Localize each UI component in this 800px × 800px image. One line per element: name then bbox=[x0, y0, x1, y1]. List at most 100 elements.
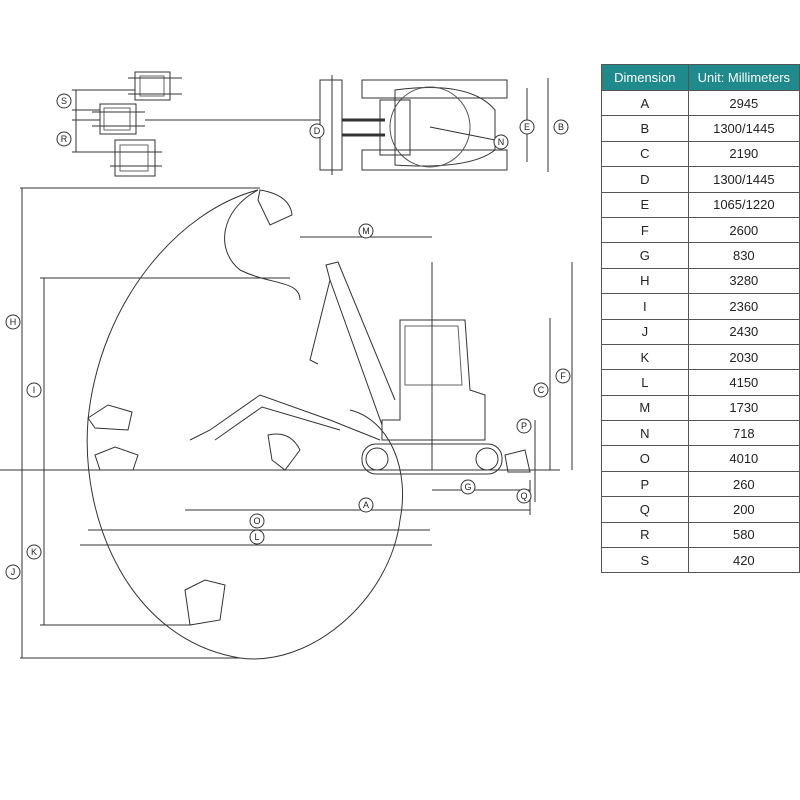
callout-label: Q bbox=[520, 491, 527, 501]
callout-s: S bbox=[56, 93, 72, 109]
callout-label: H bbox=[10, 317, 17, 327]
callout-c: C bbox=[533, 382, 549, 398]
dimension-value-cell: 2600 bbox=[687, 216, 800, 244]
callout-l: L bbox=[249, 529, 265, 545]
callout-label: A bbox=[363, 500, 369, 510]
callout-label: D bbox=[314, 126, 321, 136]
dimension-value-cell: 2430 bbox=[687, 318, 800, 345]
dimension-value-cell: 4150 bbox=[687, 369, 800, 396]
dimension-letter-cell: R bbox=[601, 521, 689, 549]
callout-m: M bbox=[358, 223, 374, 239]
callout-label: N bbox=[498, 137, 505, 147]
callout-a: A bbox=[358, 497, 374, 513]
dimension-letter-cell: F bbox=[601, 216, 689, 244]
dimension-value-cell: 1065/1220 bbox=[687, 191, 800, 218]
dimension-value-cell: 4010 bbox=[687, 445, 800, 472]
callout-label: C bbox=[538, 385, 545, 395]
callout-label: G bbox=[464, 482, 471, 492]
callout-label: I bbox=[33, 385, 36, 395]
callout-q: Q bbox=[516, 488, 532, 504]
callout-h: H bbox=[5, 314, 21, 330]
callout-label: B bbox=[558, 122, 564, 132]
callout-k: K bbox=[26, 544, 42, 560]
dimension-value-cell: 1730 bbox=[687, 394, 800, 422]
dimension-value-cell: 1300/1445 bbox=[687, 115, 800, 142]
dimension-value-cell: 260 bbox=[687, 470, 800, 498]
dimension-letter-cell: D bbox=[601, 166, 689, 193]
column-header-dimension: Dimension bbox=[601, 64, 689, 91]
dimension-value-cell: 580 bbox=[687, 521, 800, 549]
column-header-unit: Unit: Millimeters bbox=[687, 64, 800, 91]
dimension-value-cell: 200 bbox=[687, 496, 800, 523]
callout-b: B bbox=[553, 119, 569, 135]
callout-label: E bbox=[524, 122, 530, 132]
dimension-value-cell: 2360 bbox=[687, 293, 800, 320]
dimension-letter-cell: L bbox=[601, 369, 689, 396]
callout-label: F bbox=[560, 371, 566, 381]
dimension-letter-cell: H bbox=[601, 267, 689, 295]
callout-p: P bbox=[516, 418, 532, 434]
callout-label: K bbox=[31, 547, 37, 557]
dimension-letter-cell: O bbox=[601, 445, 689, 472]
dimension-value-cell: 2945 bbox=[687, 89, 800, 117]
dimension-letter-cell: E bbox=[601, 191, 689, 218]
dimension-letter-cell: C bbox=[601, 140, 689, 168]
dimension-letter-cell: I bbox=[601, 293, 689, 320]
callouts: S R D E B N M H I C F P G Q A OL K J bbox=[5, 93, 571, 580]
dimension-letter-cell: B bbox=[601, 115, 689, 142]
dimension-letter-cell: N bbox=[601, 420, 689, 447]
dimension-letter-cell: J bbox=[601, 318, 689, 345]
callout-label: P bbox=[521, 421, 527, 431]
dimension-value-cell: 2030 bbox=[687, 343, 800, 371]
dimension-value-cell: 3280 bbox=[687, 267, 800, 295]
dimension-value-cell: 718 bbox=[687, 420, 800, 447]
callout-label: O bbox=[253, 516, 260, 526]
table-header-row: Dimension Unit: Millimeters bbox=[601, 64, 800, 91]
callout-label: M bbox=[362, 226, 370, 236]
callout-label: R bbox=[61, 134, 68, 144]
dimension-value-cell: 830 bbox=[687, 242, 800, 269]
dimension-letter-cell: K bbox=[601, 343, 689, 371]
dimension-value-cell: 420 bbox=[687, 547, 800, 574]
dimension-value-cell: 2190 bbox=[687, 140, 800, 168]
top-view bbox=[319, 75, 549, 175]
side-view bbox=[0, 187, 573, 660]
callout-d: D bbox=[309, 123, 325, 139]
dimension-letter-cell: P bbox=[601, 470, 689, 498]
callout-g: G bbox=[460, 479, 476, 495]
callout-j: J bbox=[5, 564, 21, 580]
dimension-letter-cell: A bbox=[601, 89, 689, 117]
dimension-value-cell: 1300/1445 bbox=[687, 166, 800, 193]
offset-views bbox=[72, 71, 320, 177]
dimension-letter-cell: Q bbox=[601, 496, 689, 523]
dimension-letter-cell: S bbox=[601, 547, 689, 574]
callout-o: O bbox=[249, 513, 265, 529]
callout-label: J bbox=[11, 567, 16, 577]
callout-r: R bbox=[56, 131, 72, 147]
callout-n: N bbox=[493, 134, 509, 150]
callout-label: S bbox=[61, 96, 67, 106]
callout-label: L bbox=[254, 532, 259, 542]
callout-f: F bbox=[555, 368, 571, 384]
